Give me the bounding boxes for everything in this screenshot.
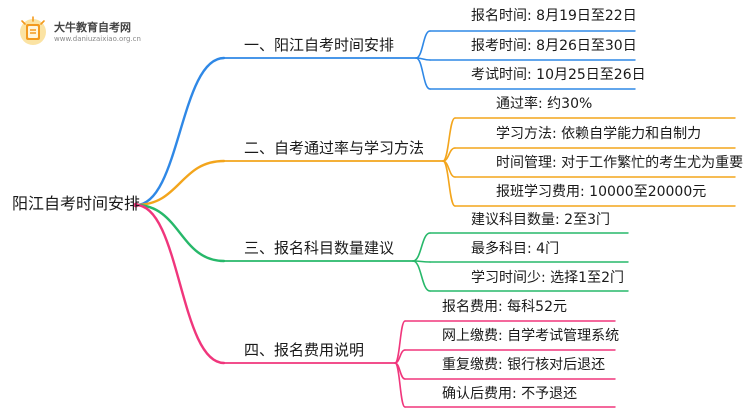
root-topic: 阳江自考时间安排 (12, 194, 141, 213)
branch-3-leaf-2: 最多科目: 4门 (471, 241, 560, 257)
branch-2-leaf-1: 通过率: 约30% (496, 96, 593, 112)
branch-4-link (134, 203, 226, 365)
branch-4-leaf-3: 重复缴费: 银行核对后退还 (442, 357, 606, 373)
branch-1-leaf-1-link (415, 30, 431, 59)
branch-1-leaf-3: 考试时间: 10月25日至26日 (471, 67, 646, 83)
branch-2-link (134, 159, 226, 207)
book-icon (20, 16, 46, 45)
branch-4-leaf-4: 确认后费用: 不予退还 (442, 386, 578, 402)
branch-3-leaf-1: 建议科目数量: 2至3门 (471, 212, 610, 228)
branch-4-leaf-1: 报名费用: 每科52元 (442, 299, 567, 315)
logo-title: 大牛教育自考网 (54, 21, 131, 34)
branch-1-leaf-3-link (415, 57, 431, 90)
branch-4-topic: 四、报名费用说明 (244, 341, 365, 359)
logo-url: www.daniuzaixiao.org.cn (54, 35, 141, 43)
branch-2-leaf-4-link (442, 160, 456, 207)
branch-1-leaf-1: 报名时间: 8月19日至22日 (471, 8, 637, 24)
branch-3-leaf-1-link (412, 232, 431, 262)
branch-4-leaf-2: 网上缴费: 自学考试管理系统 (442, 328, 620, 344)
branch-1-leaf-2: 报考时间: 8月26日至30日 (471, 38, 637, 54)
branch-2-topic: 二、自考通过率与学习方法 (244, 139, 425, 157)
root-anchor-dot (133, 202, 139, 208)
branch-3-link (134, 203, 226, 263)
site-logo: 大牛教育自考网 www.daniuzaixiao.org.cn (18, 14, 168, 52)
branch-2-leaf-3: 时间管理: 对于工作繁忙的考生尤为重要 (496, 155, 744, 171)
branch-2-leaf-2: 学习方法: 依赖自学能力和自制力 (496, 126, 702, 142)
branch-1-topic: 一、阳江自考时间安排 (244, 36, 395, 54)
branch-1-link (134, 56, 226, 207)
branch-3-leaf-3: 学习时间少: 选择1至2门 (471, 270, 624, 286)
branch-3-topic: 三、报名科目数量建议 (244, 239, 395, 257)
branch-4-leaf-4-link (394, 362, 406, 408)
branch-3-leaf-3-link (412, 260, 431, 292)
branch-2-leaf-4: 报班学习费用: 10000至20000元 (496, 184, 707, 200)
branch-2-leaf-1-link (442, 117, 456, 162)
